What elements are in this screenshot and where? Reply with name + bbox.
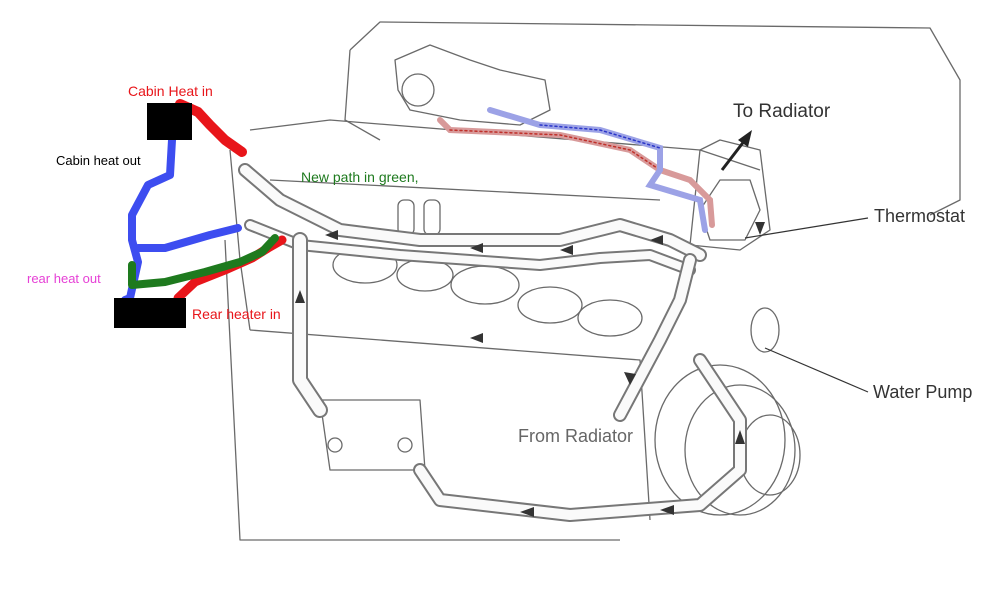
bypass-hoses	[437, 107, 715, 233]
new-path-label: New path in green,	[301, 169, 419, 185]
new-green-path-hose	[128, 234, 279, 289]
to-radiator-arrow	[720, 130, 752, 171]
rear-heat-out-label: rear heat out	[27, 271, 101, 286]
leader-lines	[744, 217, 869, 393]
water-pump-label: Water Pump	[873, 382, 973, 402]
cabin-heater-core	[147, 103, 192, 140]
to-radiator-label: To Radiator	[733, 101, 831, 122]
cabin-heat-in-label: Cabin Heat in	[128, 83, 213, 99]
coolant-pipes	[238, 163, 747, 522]
rear-heater-in-label: Rear heater in	[192, 306, 281, 322]
thermostat-label: Thermostat	[874, 206, 966, 226]
cabin-heat-out-hose	[121, 136, 242, 304]
from-radiator-label: From Radiator	[518, 426, 634, 446]
engine-line-art	[224, 21, 961, 541]
rear-heater-core	[114, 298, 186, 328]
cabin-heat-out-label: Cabin heat out	[56, 153, 141, 168]
flow-arrows	[295, 222, 765, 517]
